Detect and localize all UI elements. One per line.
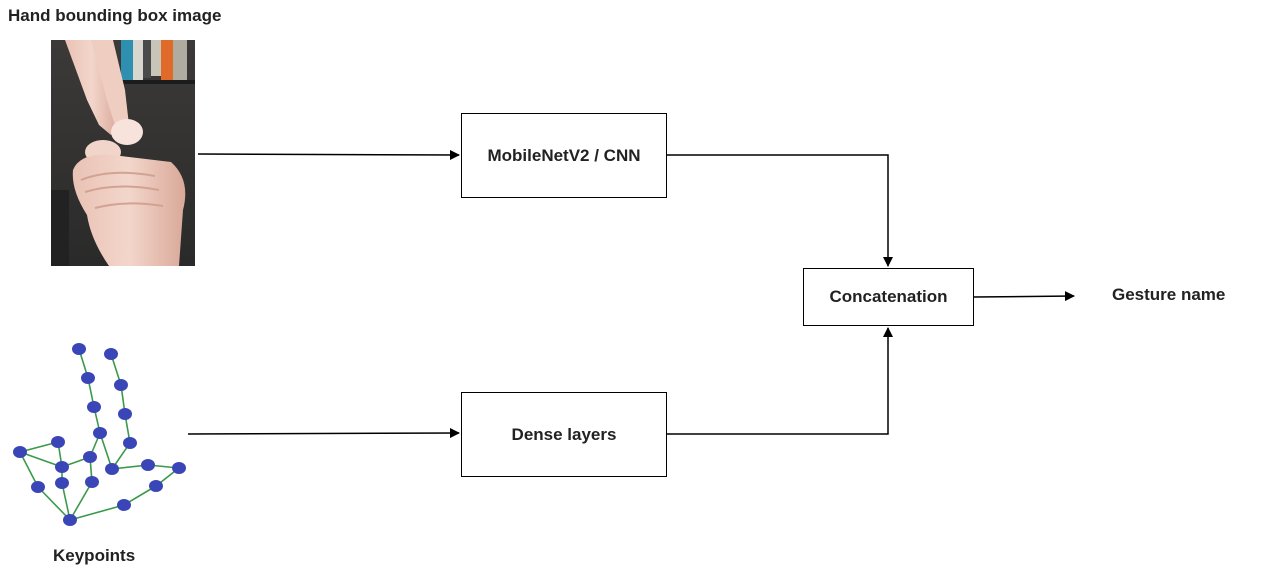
cnn-node-label: MobileNetV2 / CNN (487, 145, 641, 165)
concatenation-node-label: Concatenation (829, 287, 948, 306)
arrow-concat-to-output (973, 291, 1075, 302)
keypoints-input-label: Keypoints (53, 546, 136, 565)
arrow-dense-to-concat (667, 327, 893, 435)
image-input-label: Hand bounding box image (8, 6, 222, 25)
hand-photo-image (51, 40, 195, 266)
arrow-cnn-to-concat (667, 154, 893, 267)
dense-layers-node-label: Dense layers (511, 424, 617, 444)
arrow-keypoints-to-dense (187, 428, 460, 439)
cnn-node: MobileNetV2 / CNN (461, 113, 667, 198)
dense-layers-node: Dense layers (461, 392, 667, 477)
concatenation-node: Concatenation (803, 268, 974, 326)
arrow-image-to-cnn (197, 149, 460, 160)
keypoints-graph (13, 343, 186, 526)
output-label: Gesture name (1112, 285, 1226, 304)
keypoint-nodes (13, 343, 186, 526)
